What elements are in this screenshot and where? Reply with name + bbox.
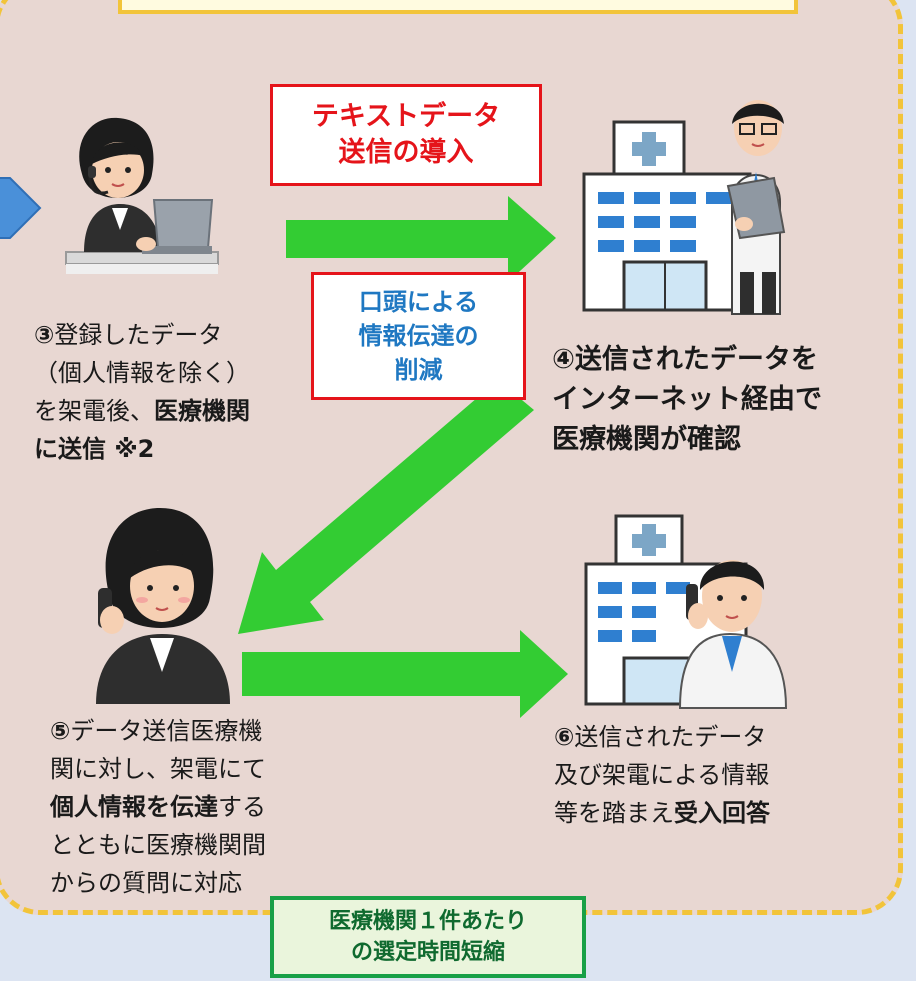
chevron-right-icon bbox=[0, 177, 42, 239]
time-line-2: の選定時間短縮 bbox=[350, 940, 505, 965]
time-line-1: 医療機関１件あたり bbox=[328, 909, 527, 934]
step-3-line-4: に送信 ※2 bbox=[34, 435, 155, 463]
step-4-line-3: 医療機関が確認 bbox=[552, 424, 741, 455]
step-5-line-3b: する bbox=[218, 793, 266, 821]
step-5-line-3a: 個人情報を伝達 bbox=[50, 793, 218, 821]
step-6-line-3b: 受入回答 bbox=[674, 799, 770, 827]
verbal-line-3: 削減 bbox=[394, 356, 443, 384]
step-4-line-1: ④送信されたデータを bbox=[552, 344, 818, 375]
verbal-reduction-box: 口頭による 情報伝達の 削減 bbox=[311, 272, 526, 400]
text-data-line-1: テキストデータ bbox=[311, 101, 501, 132]
arrow-diagonal-back bbox=[238, 380, 534, 634]
step-3-line-2: （個人情報を除く） bbox=[34, 359, 250, 387]
verbal-line-1: 口頭による bbox=[358, 288, 479, 316]
selection-time-reduction-box: 医療機関１件あたり の選定時間短縮 bbox=[270, 896, 586, 978]
step-3-number: ③ bbox=[34, 321, 55, 349]
arrow-to-hospital-2 bbox=[242, 630, 568, 718]
step-3-line-1: 登録したデータ bbox=[54, 321, 223, 349]
step-6-line-3a: 等を踏まえ bbox=[554, 799, 674, 827]
step-5-line-2: 関に対し、架電にて bbox=[50, 755, 266, 783]
step-6-line-1: 送信されたデータ bbox=[574, 723, 767, 751]
step-3-caption: ③登録したデータ （個人情報を除く） を架電後、医療機関 に送信 ※2 bbox=[34, 316, 250, 468]
text-data-introduction-box: テキストデータ 送信の導入 bbox=[270, 84, 542, 186]
operator-on-phone-icon bbox=[96, 508, 230, 704]
step-5-line-1: データ送信医療機 bbox=[70, 717, 263, 745]
step-5-caption: ⑤データ送信医療機 関に対し、架電にて 個人情報を伝達する とともに医療機関間 … bbox=[50, 712, 266, 902]
step-5-line-5: からの質問に対応 bbox=[50, 869, 242, 897]
step-5-number: ⑤ bbox=[50, 717, 71, 745]
operator-at-computer-icon bbox=[65, 117, 219, 274]
arrow-to-hospital bbox=[286, 196, 556, 282]
step-3-line-3b: 医療機関 bbox=[154, 397, 250, 425]
hospital-doctor-tablet-icon bbox=[582, 100, 786, 315]
step-3-line-3a: を架電後、 bbox=[34, 397, 154, 425]
step-6-line-2: 及び架電による情報 bbox=[554, 761, 770, 789]
step-6-number: ⑥ bbox=[554, 723, 575, 751]
step-6-caption: ⑥送信されたデータ 及び架電による情報 等を踏まえ受入回答 bbox=[554, 718, 770, 832]
top-tab bbox=[118, 0, 798, 14]
step-4-caption: ④送信されたデータを インターネット経由で 医療機関が確認 bbox=[552, 340, 822, 460]
text-data-line-2: 送信の導入 bbox=[338, 137, 474, 168]
verbal-line-2: 情報伝達の bbox=[358, 322, 479, 350]
step-5-line-4: とともに医療機関間 bbox=[50, 831, 266, 859]
step-4-line-2: インターネット経由で bbox=[552, 384, 822, 415]
hospital-doctor-phone-icon bbox=[584, 514, 788, 709]
